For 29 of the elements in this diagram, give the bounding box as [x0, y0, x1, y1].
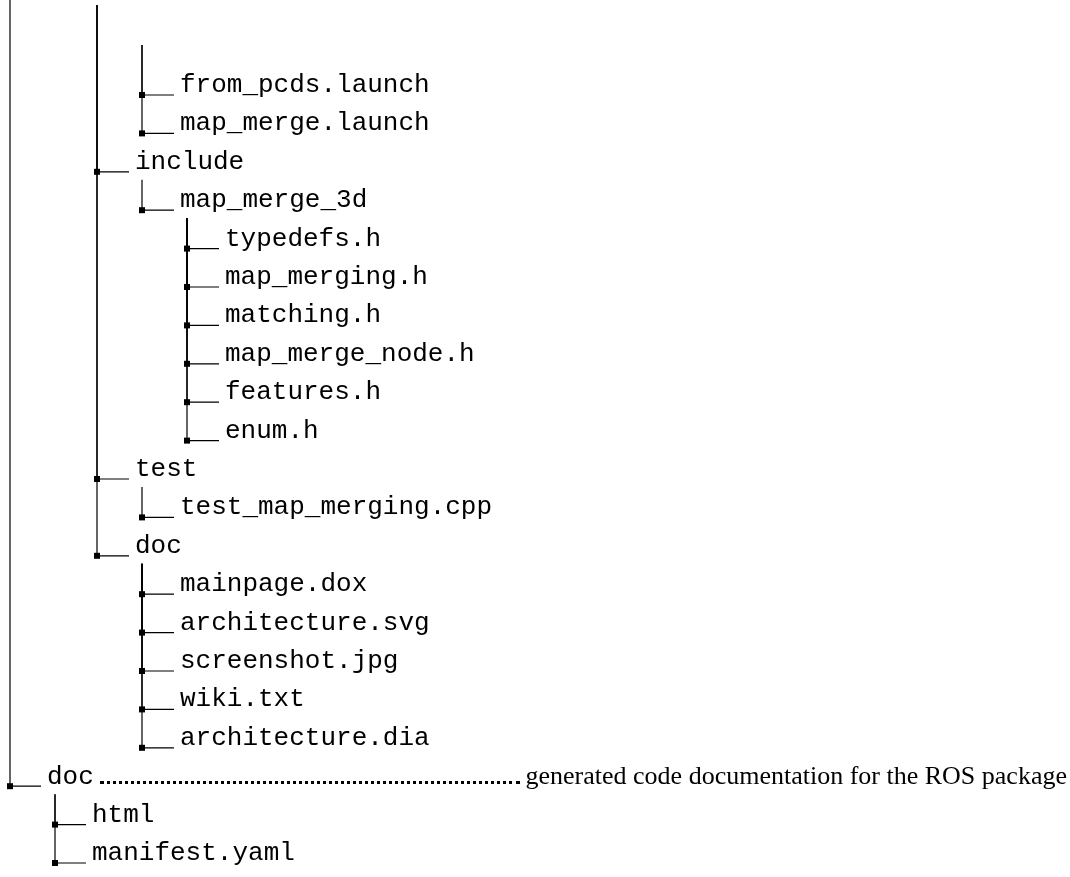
- tree-connector: [184, 217, 220, 444]
- file-name: test: [135, 454, 198, 484]
- file-name: map_merging.h: [225, 262, 428, 292]
- file-name: include: [135, 146, 245, 177]
- file-name: enum.h: [225, 415, 319, 446]
- tree-connector: [52, 793, 87, 866]
- description-text: generated code documentation for the ROS package: [525, 761, 1067, 792]
- file-name: features.h: [225, 377, 382, 408]
- file-name: test_map_merging.cpp: [180, 492, 493, 523]
- tree-connector: [7, 0, 42, 790]
- file-name: doc: [135, 530, 182, 561]
- file-name: mainpage.dox: [180, 569, 368, 600]
- file-name: architecture.dia: [180, 722, 430, 753]
- file-name: typedefs.h: [225, 223, 382, 254]
- tree-connector: [139, 563, 175, 751]
- file-name: architecture.svg: [180, 607, 430, 638]
- file-name: html: [92, 799, 155, 830]
- file-name: matching.h: [225, 300, 382, 331]
- tree-connector: [139, 44, 175, 137]
- tree-connector: [139, 179, 175, 214]
- file-name: from_pcds.launch: [180, 70, 430, 100]
- tree-connector: [139, 486, 175, 521]
- file-name: screenshot.jpg: [180, 646, 399, 676]
- file-name: map_merge_3d: [180, 185, 368, 216]
- file-name: manifest.yaml: [92, 838, 295, 868]
- folder-name: doc: [47, 762, 94, 793]
- file-name: map_merge_node.h: [225, 338, 475, 369]
- file-name: wiki.txt: [180, 684, 305, 715]
- file-name: map_merge.launch: [180, 108, 430, 139]
